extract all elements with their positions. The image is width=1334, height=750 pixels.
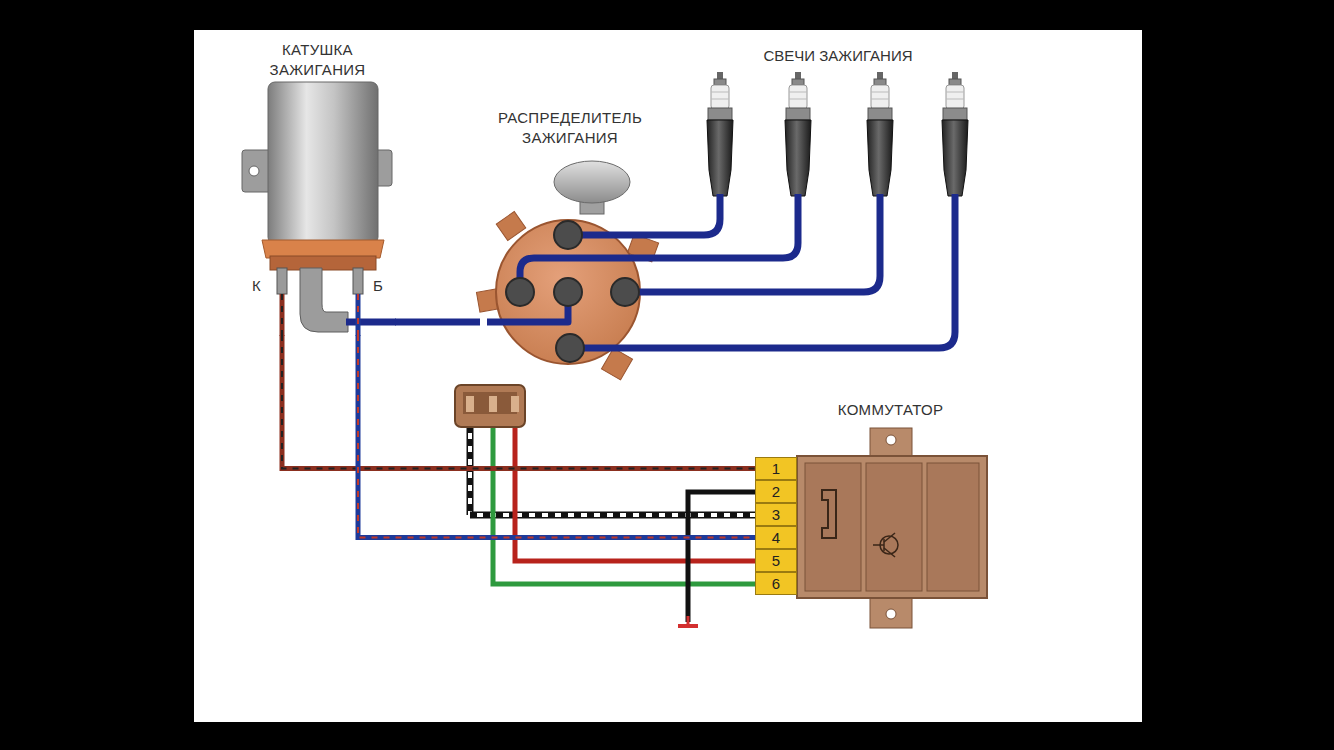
drawing-rect <box>466 396 474 412</box>
drawing-rect <box>866 463 922 591</box>
drawing-g <box>487 194 955 348</box>
drawing-path <box>520 194 798 292</box>
drawing-rect <box>353 268 363 294</box>
ignition-commutator: КОММУТАТОР 1 2 3 4 5 6 <box>755 400 990 630</box>
pin-number: 5 <box>772 552 780 570</box>
wire <box>282 335 755 469</box>
wire <box>358 335 755 538</box>
drawing-rect <box>797 456 987 598</box>
drawing-line <box>884 533 895 542</box>
drawing-path <box>493 426 755 584</box>
commutator-pin: 5 <box>755 549 797 572</box>
drawing-circle <box>249 166 259 176</box>
wire <box>395 322 480 323</box>
drawing-line <box>687 616 690 626</box>
drawing-circle <box>611 278 639 306</box>
pin-number: 1 <box>772 460 780 478</box>
terminal-letter: К <box>252 276 261 296</box>
drawing-rect <box>927 463 979 591</box>
drawing-rect <box>268 82 378 244</box>
drawing-rect <box>194 30 1142 722</box>
drawing-path <box>625 194 880 292</box>
drawing-line <box>281 294 283 336</box>
drawing-rect <box>870 428 912 458</box>
drawing-g <box>506 221 639 362</box>
terminal-letter: Б <box>373 276 383 296</box>
part-title: КАТУШКА ЗАЖИГАНИЯ <box>258 40 378 80</box>
drawing-path <box>358 335 755 538</box>
drawing-path <box>395 319 480 326</box>
drawing-path <box>282 335 755 469</box>
drawing-line <box>884 548 895 557</box>
ignition-distributor: РАСПРЕДЕЛИТЕЛЬ ЗАЖИГАНИЯ <box>480 108 660 370</box>
part-title: РАСПРЕДЕЛИТЕЛЬ ЗАЖИГАНИЯ <box>485 108 655 148</box>
drawing-circle <box>554 221 582 249</box>
drawing-use <box>785 72 811 196</box>
drawing-use <box>707 72 733 196</box>
drawing-rect <box>463 392 517 414</box>
drawing-line <box>357 294 359 336</box>
drawing-rect <box>277 268 287 294</box>
drawing-path <box>822 490 836 538</box>
drawing-use <box>867 72 893 196</box>
drawing-rect <box>489 396 497 412</box>
ignition-coil: КАТУШКА ЗАЖИГАНИЯ <box>240 40 395 335</box>
pin-number: 6 <box>772 575 780 593</box>
drawing-line <box>873 544 884 546</box>
commutator-pin: 3 <box>755 503 797 526</box>
drawing-circle <box>506 278 534 306</box>
pin-number: 2 <box>772 483 780 501</box>
drawing-rect <box>805 463 861 591</box>
drawing-circle <box>556 334 584 362</box>
drawing-rect <box>455 385 525 427</box>
spark-plugs-title: СВЕЧИ ЗАЖИГАНИЯ <box>763 46 912 66</box>
drawing-path <box>282 335 755 469</box>
drawing-circle <box>496 220 640 364</box>
pin-number: 3 <box>772 506 780 524</box>
drawing-path <box>358 335 755 538</box>
drawing-use <box>942 72 968 196</box>
drawing-circle <box>886 435 896 445</box>
drawing-circle <box>886 609 896 619</box>
commutator-pin: 1 <box>755 457 797 480</box>
drawing-ellipse <box>554 161 630 203</box>
commutator-pin: 2 <box>755 480 797 503</box>
commutator-pin: 4 <box>755 526 797 549</box>
drawing-circle <box>554 278 582 306</box>
drawing-line <box>356 294 361 336</box>
drawing-path <box>688 492 755 622</box>
drawing-path <box>300 268 348 332</box>
drawing-line <box>346 319 396 326</box>
pin-number: 4 <box>772 529 780 547</box>
part-title: КОММУТАТОР <box>801 400 981 420</box>
drawing-rect <box>511 396 519 412</box>
drawing-rect <box>870 596 912 628</box>
drawing-path <box>568 194 720 235</box>
drawing-line <box>280 294 285 336</box>
commutator-pin: 6 <box>755 572 797 595</box>
drawing-path <box>262 240 384 258</box>
drawing-path <box>570 194 955 348</box>
